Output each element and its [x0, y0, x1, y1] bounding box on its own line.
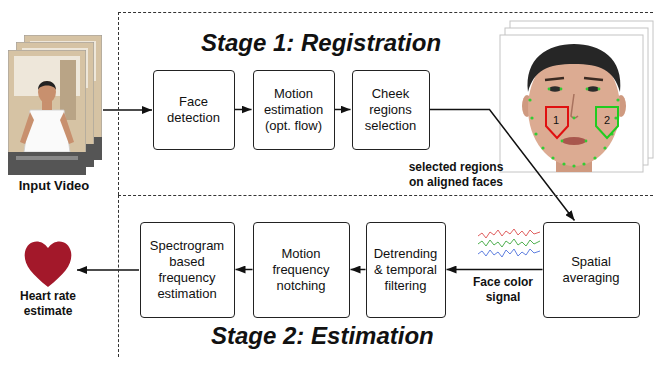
callout-number: 1 — [551, 113, 561, 127]
process-box: Spectrogram based frequency estimation — [140, 222, 235, 318]
flow-arrow — [235, 109, 252, 111]
stage-region: Stage 2: Estimation Spatial averaging Detr… — [118, 195, 653, 357]
box-label: Motion estimation (opt. flow) — [259, 86, 329, 134]
process-box: Motion estimation (opt. flow) — [253, 70, 335, 150]
stage-region: Stage 1: RegistrationFace detection Motio… — [118, 12, 653, 195]
input-label: Input Video — [2, 178, 106, 194]
process-box: Cheek regions selection — [352, 70, 430, 150]
edge-label: selected regions on aligned faces — [400, 160, 512, 190]
heart-icon — [25, 241, 72, 287]
flow-arrow — [335, 109, 351, 111]
box-label: Motion frequency notching — [259, 246, 344, 294]
stage-title: Stage 2: Estimation — [211, 322, 434, 350]
aligned-face-frames — [500, 21, 653, 172]
process-box: Detrending & temporal filtering — [366, 222, 446, 318]
input-video-frames — [8, 35, 102, 175]
process-box: Face detection — [153, 70, 235, 150]
output-label: Heart rate estimate — [6, 289, 90, 319]
callout-number: 2 — [602, 113, 612, 127]
landmark-dots — [528, 88, 619, 168]
input-arrow — [103, 109, 152, 111]
flow-arrow — [351, 269, 366, 271]
box-label: Spatial averaging — [549, 254, 634, 286]
color-signal-traces — [478, 229, 540, 257]
edge-label: Face color signal — [463, 275, 543, 305]
flow-arrow — [447, 269, 543, 271]
process-box: Spatial averaging — [543, 222, 640, 318]
output-arrow — [77, 269, 139, 271]
box-label: Cheek regions selection — [358, 86, 424, 134]
box-label: Face detection — [159, 94, 229, 126]
process-box: Motion frequency notching — [253, 222, 350, 318]
face-picture — [522, 44, 626, 172]
flow-arrow — [236, 269, 253, 271]
stage-title: Stage 1: Registration — [201, 29, 441, 57]
cheek-region-outline — [596, 107, 618, 138]
box-label: Detrending & temporal filtering — [372, 246, 440, 294]
box-label: Spectrogram based frequency estimation — [146, 238, 229, 302]
cheek-region-outline — [546, 107, 568, 138]
